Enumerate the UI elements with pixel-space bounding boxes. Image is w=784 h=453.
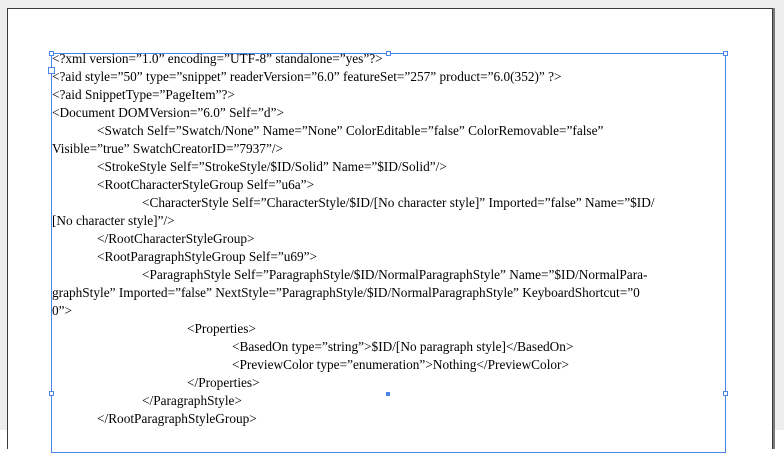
text-line: <BasedOn type=”string”>$ID/[No paragraph… bbox=[232, 339, 574, 354]
handle-top-right[interactable] bbox=[723, 51, 728, 56]
text-line: <Document DOMVersion=”6.0” Self=”d”> bbox=[52, 105, 284, 120]
text-frame-in-port[interactable] bbox=[48, 67, 55, 74]
xml-snippet-text[interactable]: <?xml version=”1.0” encoding=”UTF-8” sta… bbox=[52, 50, 724, 428]
text-line: <RootParagraphStyleGroup Self=”u69”> bbox=[97, 249, 318, 264]
text-line: <Swatch Self=”Swatch/None” Name=”None” C… bbox=[97, 123, 604, 138]
text-line: Visible=”true” SwatchCreatorID=”7937”/> bbox=[52, 141, 284, 156]
handle-top-left[interactable] bbox=[49, 51, 54, 56]
text-line: <ParagraphStyle Self=”ParagraphStyle/$ID… bbox=[142, 267, 648, 282]
text-line: 0”> bbox=[52, 303, 73, 318]
text-line: <Properties> bbox=[187, 321, 256, 336]
handle-middle-right[interactable] bbox=[723, 391, 728, 396]
text-line: <?aid style=”50” type=”snippet” readerVe… bbox=[52, 69, 562, 84]
handle-middle-left[interactable] bbox=[49, 391, 54, 396]
text-line: </ParagraphStyle> bbox=[142, 393, 242, 408]
frame-center-point bbox=[386, 392, 390, 396]
text-line: <PreviewColor type=”enumeration”>Nothing… bbox=[232, 357, 569, 372]
text-line: <RootCharacterStyleGroup Self=”u6a”> bbox=[97, 177, 315, 192]
text-line: <?aid SnippetType=”PageItem”?> bbox=[52, 87, 235, 102]
text-line: graphStyle” Imported=”false” NextStyle=”… bbox=[52, 285, 640, 300]
text-line: <?xml version=”1.0” encoding=”UTF-8” sta… bbox=[52, 51, 383, 66]
document-page[interactable] bbox=[7, 8, 773, 449]
text-line: <CharacterStyle Self=”CharacterStyle/$ID… bbox=[142, 195, 655, 210]
text-line: </RootCharacterStyleGroup> bbox=[97, 231, 255, 246]
text-line: </Properties> bbox=[187, 375, 260, 390]
text-line: <StrokeStyle Self=”StrokeStyle/$ID/Solid… bbox=[97, 159, 447, 174]
handle-top-center[interactable] bbox=[386, 51, 391, 56]
text-line: [No character style]”/> bbox=[52, 213, 175, 228]
text-line: </RootParagraphStyleGroup> bbox=[97, 411, 257, 426]
